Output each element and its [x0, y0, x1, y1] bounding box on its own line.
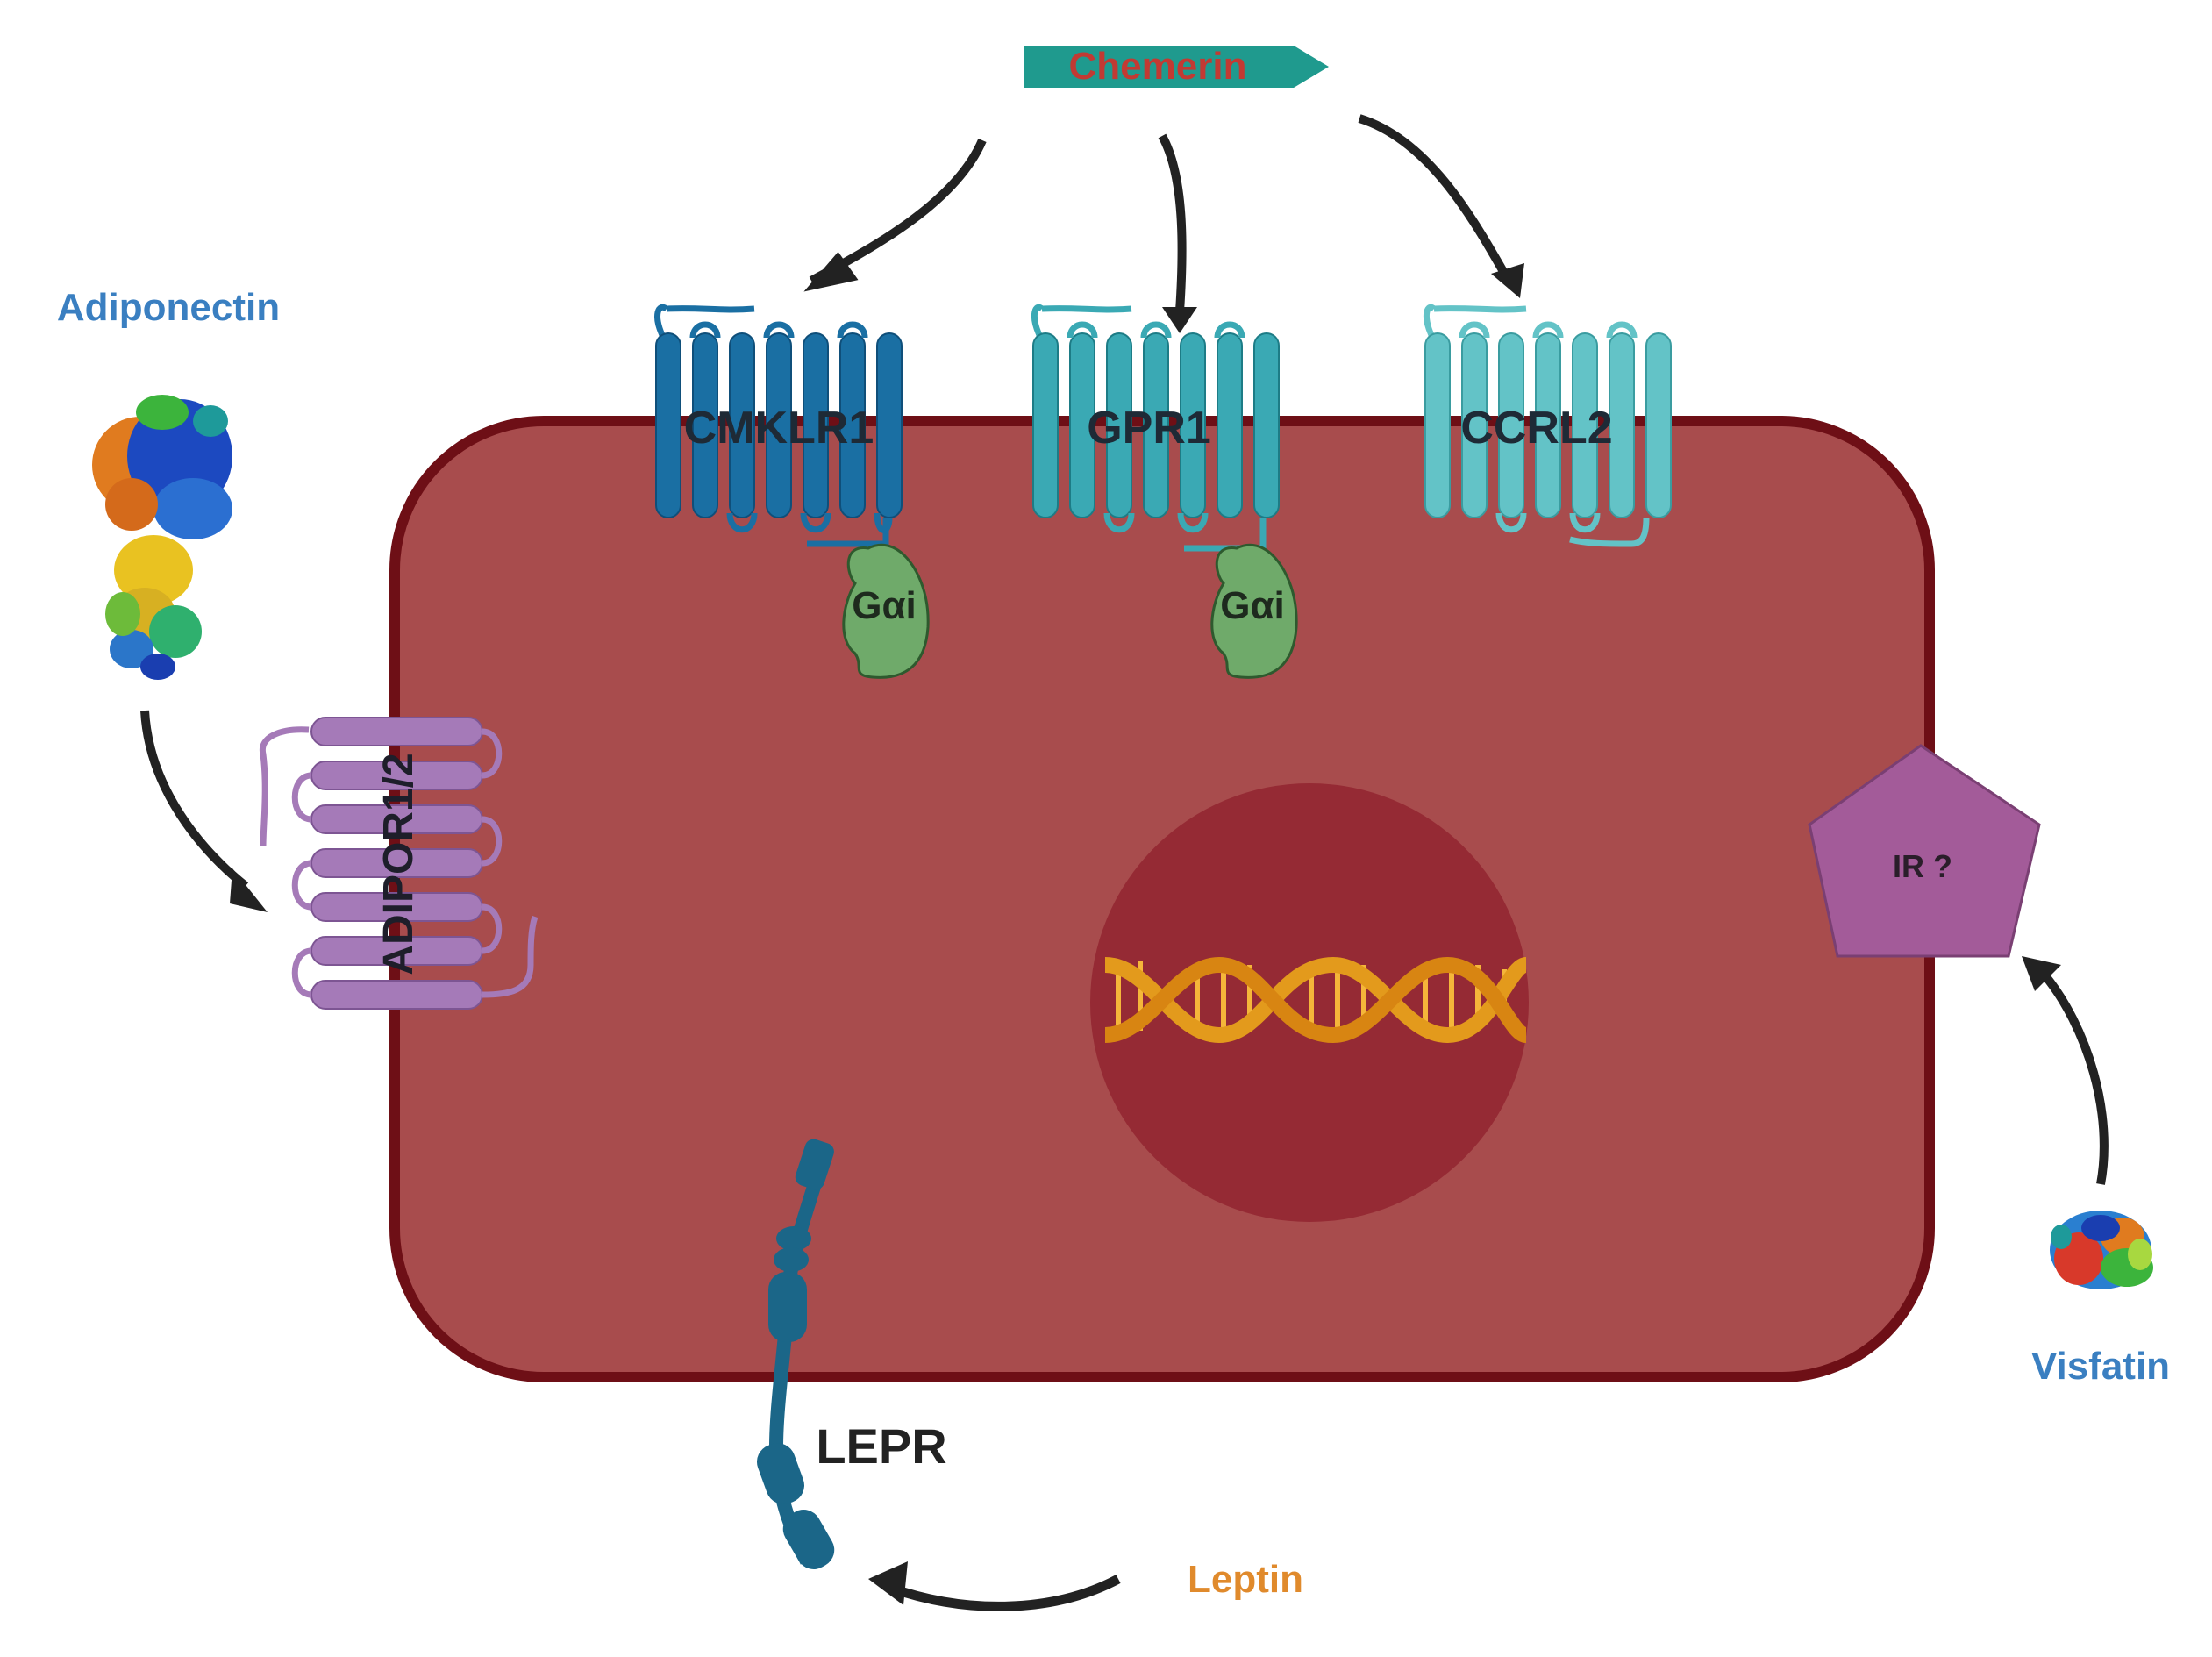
- arrow-visfatin-ir: [2040, 970, 2109, 1185]
- chemerin-tag: Chemerin: [1024, 45, 1329, 88]
- visfatin-protein-icon: [2050, 1211, 2153, 1289]
- gai-label-1: Gαi: [852, 584, 917, 627]
- gpr1-label: GPR1: [1087, 403, 1211, 454]
- leptin-label: Leptin: [1188, 1558, 1303, 1601]
- gpr1-receptor: GPR1: [1031, 304, 1280, 552]
- ccrl2-receptor: CCRL2: [1423, 304, 1672, 547]
- adipor-receptor: ADIPOR1/2: [259, 717, 539, 1010]
- adiponectin-label: Adiponectin: [57, 286, 280, 329]
- cmklr1-label: CMKLR1: [684, 403, 874, 454]
- arrow-chemerin-gpr1: [1158, 133, 1187, 312]
- lepr-label: LEPR: [816, 1418, 946, 1474]
- gai-label-2: Gαi: [1220, 584, 1285, 627]
- lepr-receptor: [756, 1139, 835, 1569]
- ccrl2-label: CCRL2: [1460, 403, 1612, 454]
- ir-receptor: IR ?: [1808, 744, 2041, 958]
- ir-label: IR ?: [1893, 848, 1952, 884]
- gai-protein-1: Gαi: [842, 543, 930, 679]
- dna-helix-icon: [1104, 956, 1529, 1044]
- cmklr1-receptor: CMKLR1: [654, 304, 903, 547]
- gai-protein-2: Gαi: [1210, 543, 1298, 679]
- arrow-adiponectin-adipor: [140, 710, 249, 889]
- adipor-label: ADIPOR1/2: [375, 753, 422, 975]
- visfatin-label: Visfatin: [2031, 1345, 2170, 1388]
- arrow-chemerin-ccrl2: [1358, 114, 1513, 283]
- adiponectin-protein-icon: [92, 395, 232, 680]
- chemerin-label: Chemerin: [1069, 45, 1247, 88]
- arrow-leptin-lepr: [888, 1575, 1121, 1611]
